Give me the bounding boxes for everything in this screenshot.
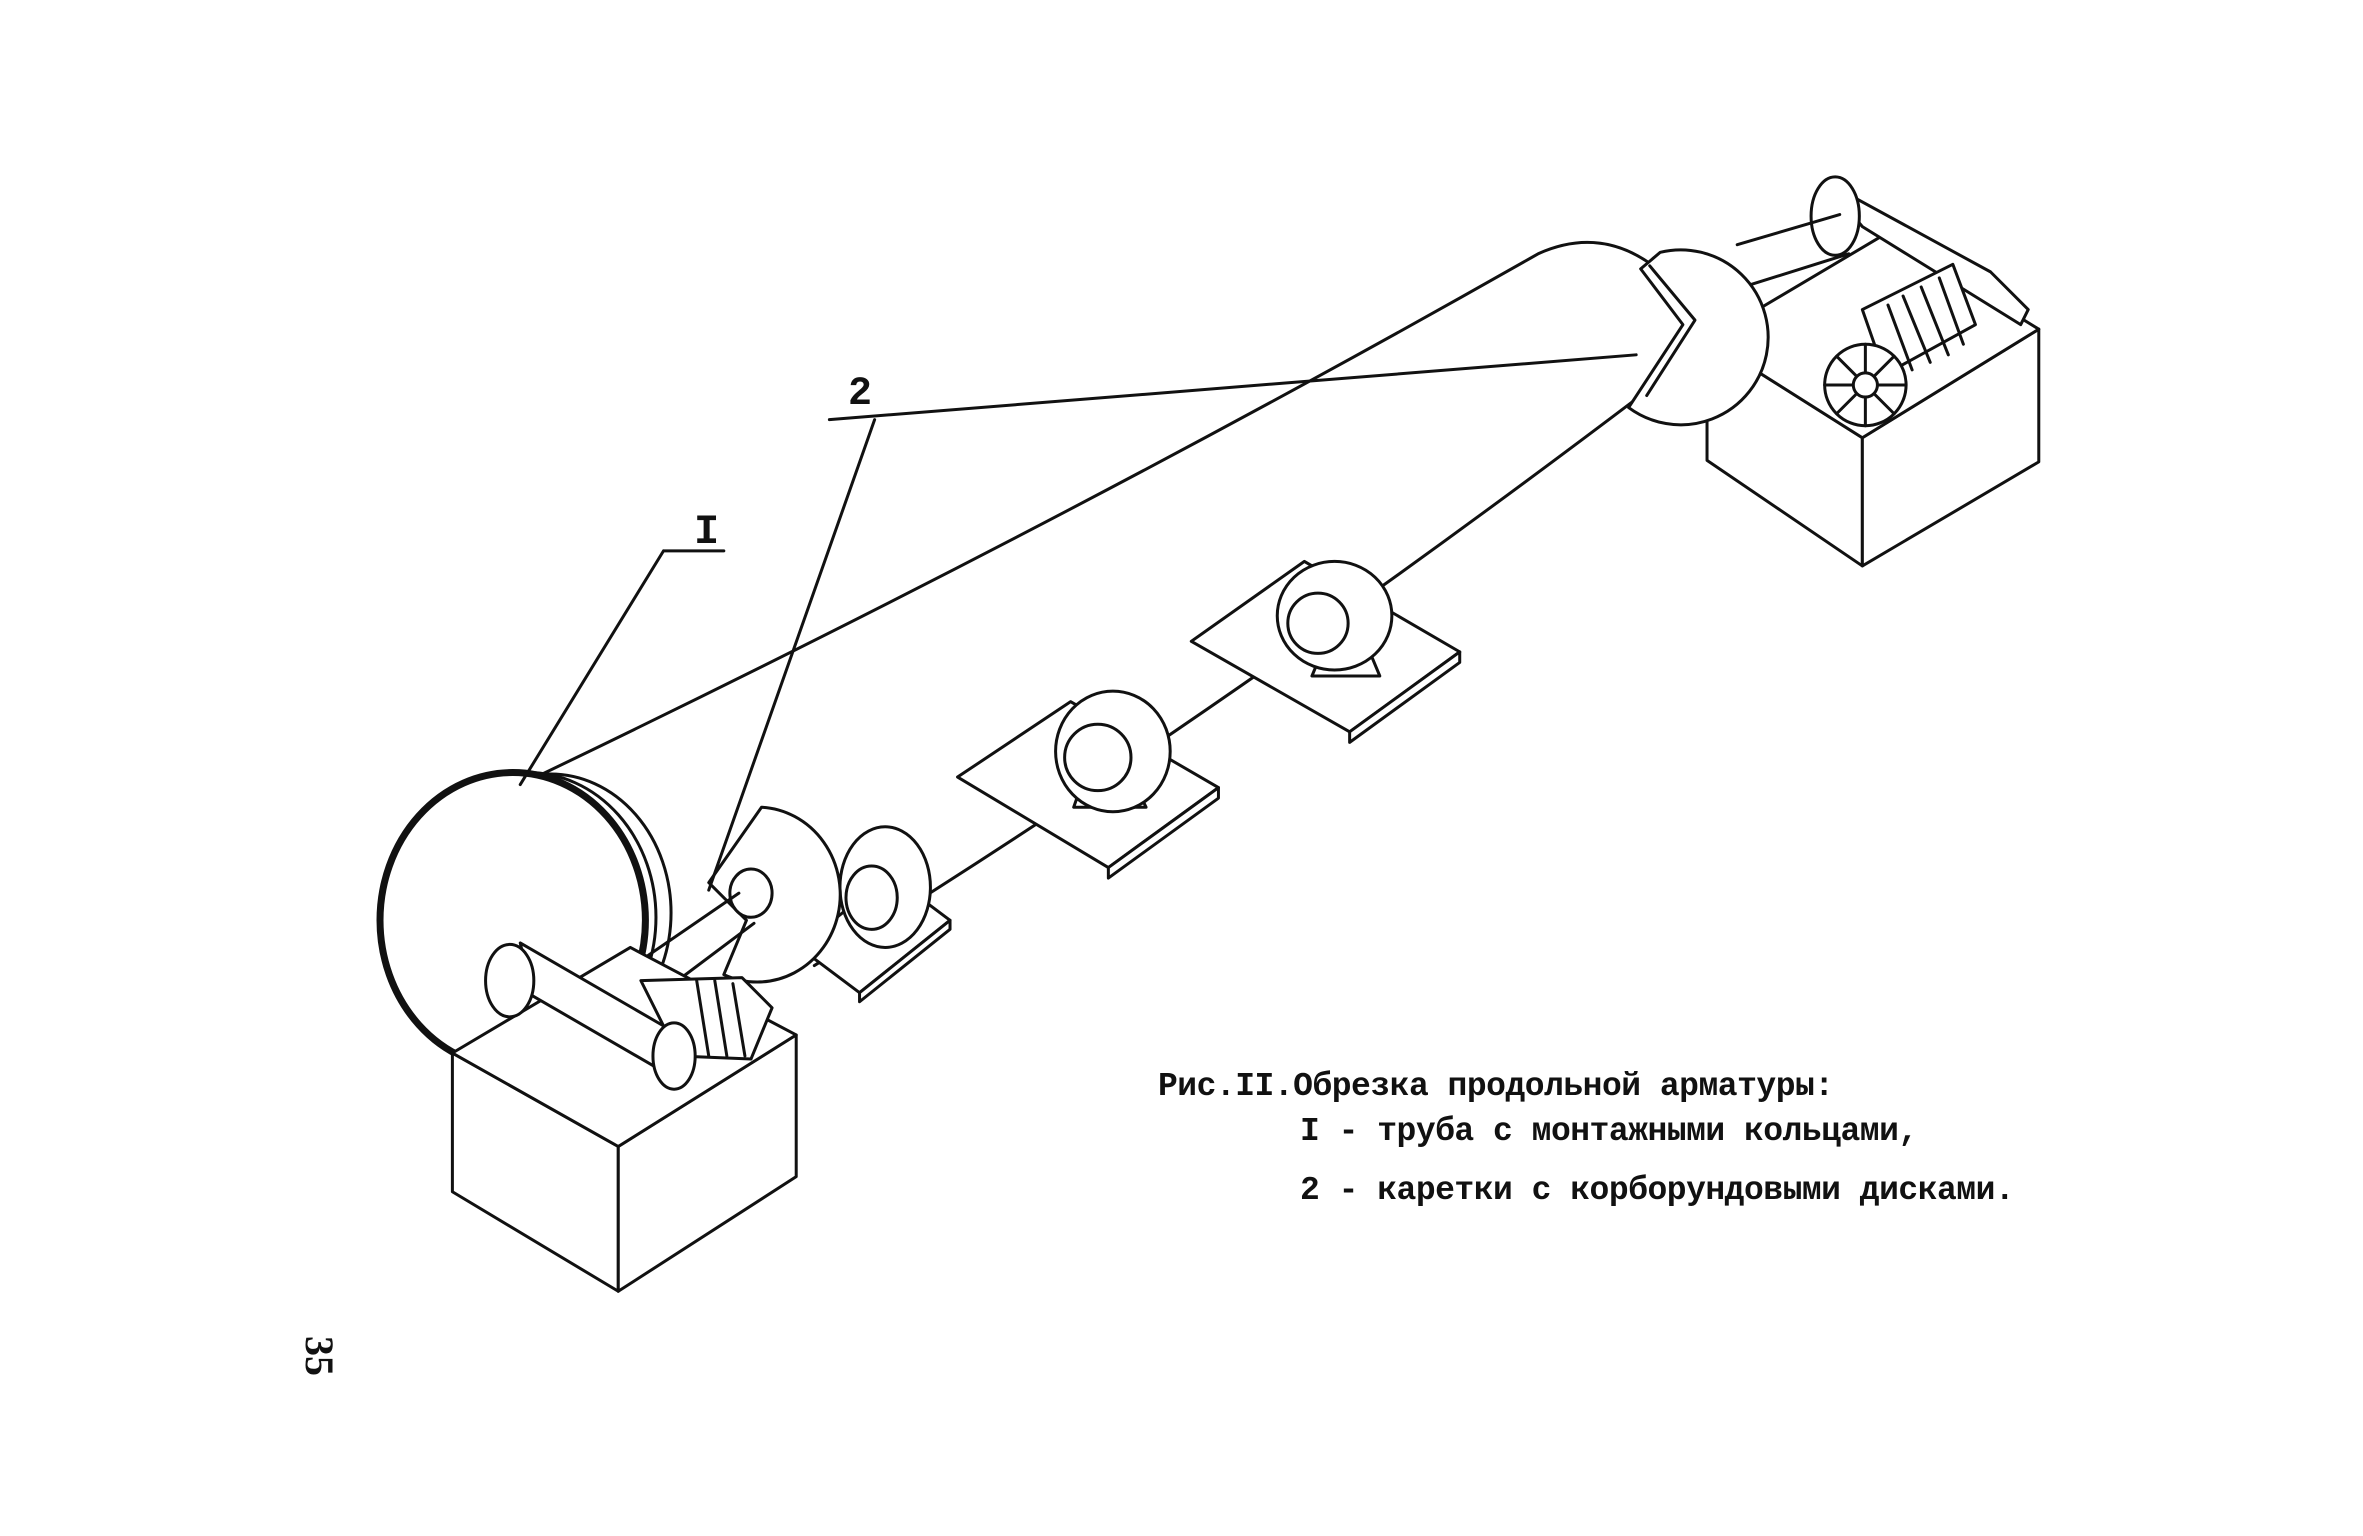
- roller-3-base-edge: [1350, 652, 1460, 742]
- left-disc-body: [709, 807, 840, 982]
- left-disc-hub: [730, 869, 772, 917]
- callout-label-carriages: 2: [848, 372, 873, 417]
- right-fan-hub: [1853, 373, 1877, 397]
- right-disc-notch: [1647, 266, 1695, 396]
- pipe-tube: [520, 242, 1651, 965]
- pipe-bottom-edge: [814, 396, 1640, 966]
- roller-3-hub: [1288, 593, 1348, 653]
- support-roller-2: [958, 691, 1219, 878]
- pipe-top-edge: [520, 242, 1651, 784]
- support-roller-1: [799, 827, 950, 1002]
- right-motor-fins: [1888, 278, 1963, 370]
- left-housing-end: [486, 944, 534, 1016]
- callout-label-tube: I: [694, 508, 720, 556]
- right-disc-body: [1629, 250, 1769, 425]
- left-housing-far-end: [653, 1023, 695, 1089]
- leader-lines: [520, 355, 1636, 890]
- roller-1-base-edge: [860, 920, 950, 1001]
- leader-2-left: [709, 420, 875, 890]
- right-cutting-disc: [1629, 250, 1769, 425]
- leader-1: [520, 551, 724, 785]
- page-number: 35: [297, 1336, 342, 1376]
- roller-2-base-edge: [1108, 788, 1218, 878]
- figure-caption-item-1: I - труба с монтажными кольцами,: [1300, 1113, 1918, 1150]
- right-drive-unit: [1707, 177, 2039, 566]
- support-roller-3: [1191, 561, 1459, 742]
- left-drive-unit: [452, 893, 796, 1291]
- left-cutting-disc: [709, 807, 840, 982]
- roller-2-hub: [1065, 724, 1131, 790]
- figure-caption-title: Рис.II.Обрезка продольной арматуры:: [1158, 1068, 1834, 1105]
- figure-caption-item-2: 2 - каретки с корборундовыми дисками.: [1300, 1172, 2015, 1209]
- right-shaft: [1737, 215, 1849, 287]
- left-motor-fins: [697, 981, 745, 1056]
- leader-2-right: [829, 355, 1636, 420]
- roller-1-hub: [846, 866, 897, 929]
